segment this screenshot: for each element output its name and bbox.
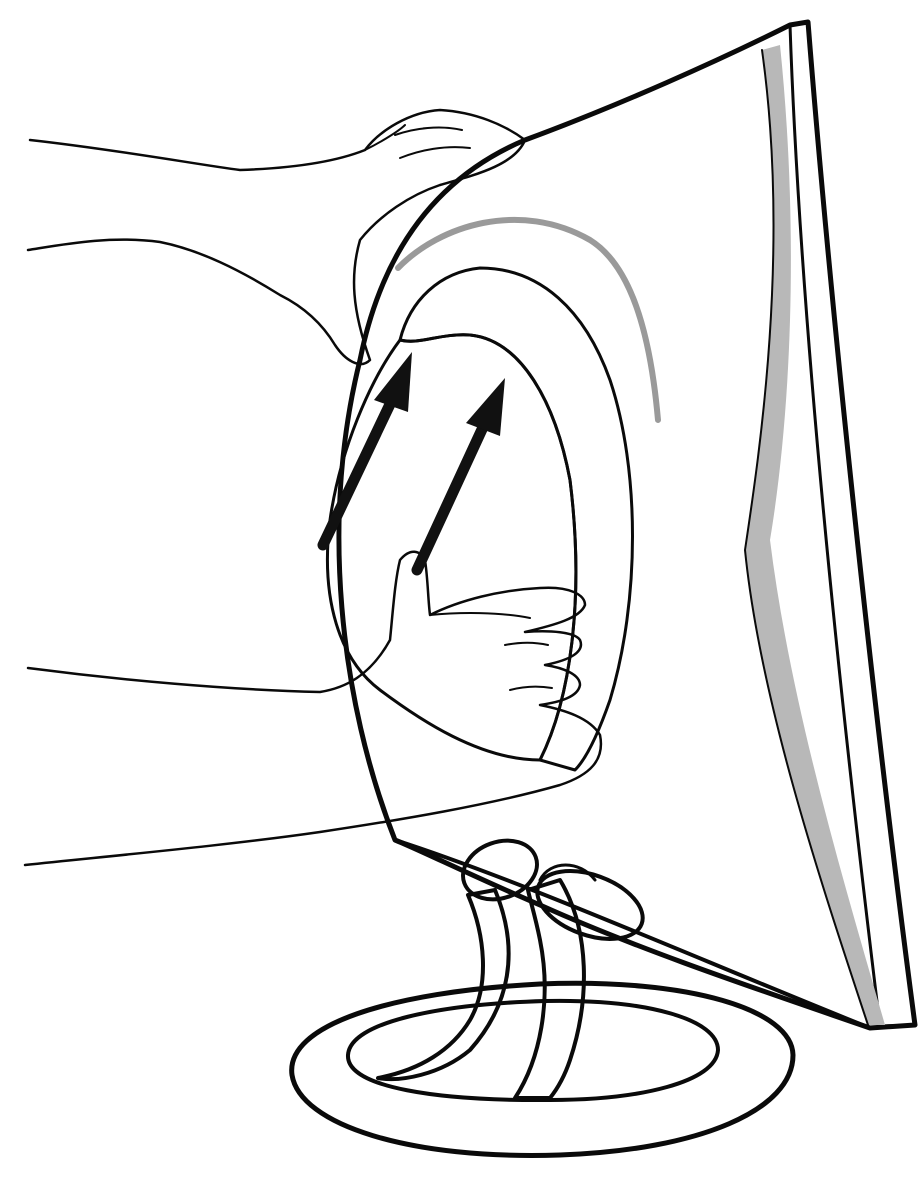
cover-inner bbox=[327, 335, 575, 760]
stand-icon bbox=[292, 831, 793, 1156]
monitor-contour-arc bbox=[398, 220, 658, 420]
monitor-icon bbox=[339, 22, 915, 1028]
rear-cover bbox=[327, 268, 632, 770]
monitor-bezel-edge bbox=[790, 22, 915, 1026]
arrow-right-shaft bbox=[417, 425, 484, 570]
arrow-left-head bbox=[374, 352, 412, 412]
stand-base-inner bbox=[348, 1001, 718, 1100]
monitor-shade-stripe bbox=[745, 45, 885, 1025]
hand-icon bbox=[28, 110, 525, 364]
hand-icon-lower bbox=[25, 552, 601, 865]
lower-arm bbox=[25, 552, 601, 865]
stand-neck bbox=[378, 890, 509, 1079]
